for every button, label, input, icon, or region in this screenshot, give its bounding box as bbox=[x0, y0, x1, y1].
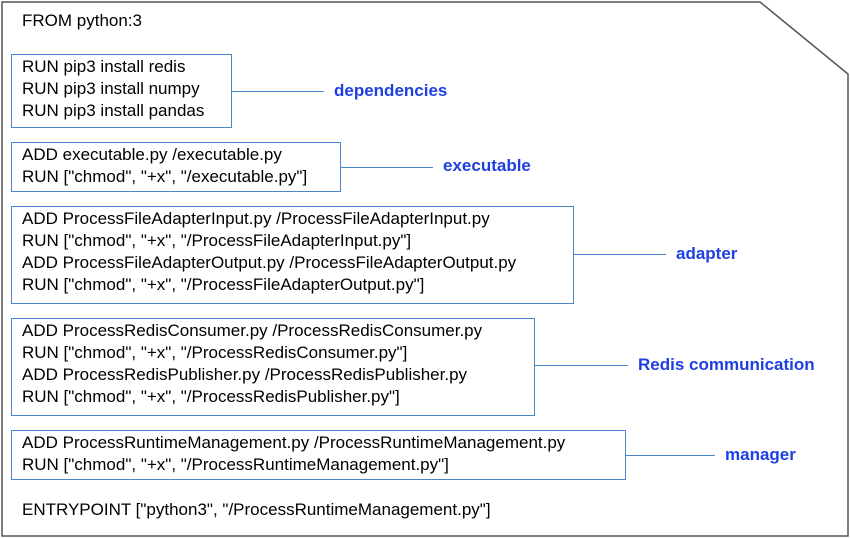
code-line: RUN pip3 install numpy bbox=[22, 79, 200, 98]
executable-label: executable bbox=[443, 156, 531, 175]
manager-connector bbox=[626, 455, 715, 456]
code-line: ADD ProcessFileAdapterInput.py /ProcessF… bbox=[22, 209, 490, 228]
adapter-box bbox=[11, 206, 574, 304]
redis-communication-box bbox=[11, 318, 535, 416]
executable-connector bbox=[341, 167, 433, 168]
code-line: RUN ["chmod", "+x", "/ProcessFileAdapter… bbox=[22, 275, 425, 294]
code-line: ADD executable.py /executable.py bbox=[22, 145, 282, 164]
code-line: ADD ProcessRedisConsumer.py /ProcessRedi… bbox=[22, 321, 483, 340]
dependencies-box bbox=[11, 54, 232, 128]
code-line: RUN ["chmod", "+x", "/ProcessRuntimeMana… bbox=[22, 455, 449, 474]
adapter-label: adapter bbox=[676, 244, 738, 263]
code-line: ADD ProcessRedisPublisher.py /ProcessRed… bbox=[22, 365, 468, 384]
manager-label: manager bbox=[725, 445, 796, 464]
code-line: RUN ["chmod", "+x", "/ProcessRedisPublis… bbox=[22, 387, 400, 406]
redis-communication-connector bbox=[535, 365, 628, 366]
code-line: ADD ProcessRuntimeManagement.py /Process… bbox=[22, 433, 566, 452]
code-line: RUN ["chmod", "+x", "/ProcessFileAdapter… bbox=[22, 231, 412, 250]
dependencies-label: dependencies bbox=[334, 81, 448, 100]
code-line: RUN ["chmod", "+x", "/executable.py"] bbox=[22, 167, 308, 186]
adapter-connector bbox=[574, 254, 666, 255]
redis-communication-label: Redis communication bbox=[638, 355, 815, 374]
code-line: RUN ["chmod", "+x", "/ProcessRedisConsum… bbox=[22, 343, 408, 362]
manager-box bbox=[11, 430, 626, 480]
code-line: RUN pip3 install redis bbox=[22, 57, 186, 76]
from-line: FROM python:3 bbox=[22, 11, 142, 30]
code-line: RUN pip3 install pandas bbox=[22, 101, 205, 120]
executable-box bbox=[11, 142, 341, 192]
code-line: ADD ProcessFileAdapterOutput.py /Process… bbox=[22, 253, 517, 272]
dependencies-connector bbox=[232, 91, 324, 92]
entrypoint-line: ENTRYPOINT ["python3", "/ProcessRuntimeM… bbox=[22, 500, 491, 519]
